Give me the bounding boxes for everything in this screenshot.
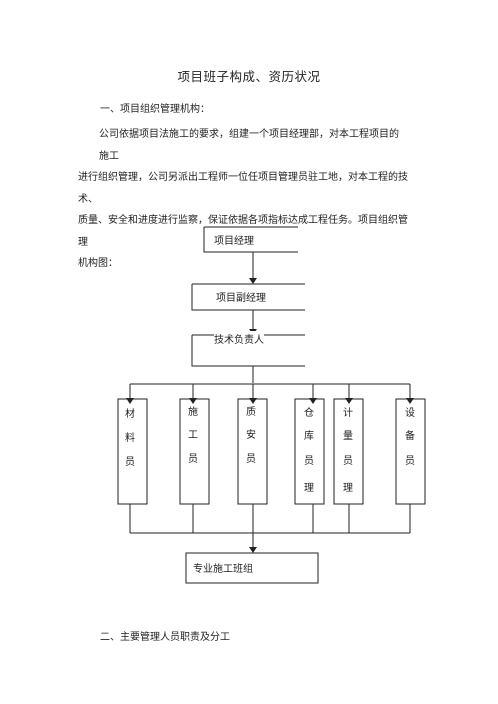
arrowhead-3	[249, 398, 257, 404]
role-5-char-3: 员	[343, 456, 353, 467]
intro-paragraph: 公司依据项目法施工的要求，组建一个项目经理部，对本工程项目的施工 进行组织管理，…	[78, 124, 408, 275]
role-3-char-3: 员	[246, 454, 256, 465]
role-5-char-4: 理	[343, 483, 353, 494]
arrowhead-6	[406, 398, 414, 404]
page-title: 项目班子构成、资历状况	[177, 69, 321, 84]
role-4-char-1: 仓	[304, 408, 314, 419]
role-2-char-2: 工	[188, 430, 198, 441]
team-label: 专业施工班组	[193, 564, 253, 575]
role-1-char-2: 料	[125, 433, 135, 444]
role-2-char-1: 施	[188, 407, 198, 418]
role-3-char-1: 质	[246, 407, 256, 418]
role-4-char-2: 库	[304, 431, 314, 442]
paragraph-line-4: 机构图：	[78, 258, 118, 269]
arrowhead-deputy	[249, 278, 257, 284]
arrowhead-team	[249, 547, 257, 553]
role-4-char-3: 员	[304, 456, 314, 467]
tech-label: 技术负责人	[214, 331, 264, 346]
role-6-char-1: 设	[405, 408, 415, 419]
role-2-char-3: 员	[188, 454, 198, 465]
role-3-char-2: 安	[246, 430, 256, 441]
deputy-label: 项目副经理	[216, 293, 266, 304]
role-6-char-2: 备	[405, 431, 415, 442]
paragraph-line-2: 进行组织管理，公司另派出工程师一位任项目管理员驻工地，对本工程的技术、	[78, 172, 408, 205]
team-box	[185, 552, 319, 584]
role-5-char-2: 量	[343, 431, 353, 442]
role-box-4	[294, 398, 325, 505]
arrowhead-2	[189, 398, 197, 404]
role-4-char-4: 理	[304, 483, 314, 494]
manager-box	[203, 226, 298, 253]
paragraph-line-3: 质量、安全和进度进行监察，保证依据各项指标达成工程任务。项目组织管理	[78, 215, 408, 248]
paragraph-line-1: 公司依据项目法施工的要求，组建一个项目经理部，对本工程项目的施工	[99, 129, 399, 162]
role-1-char-3: 员	[125, 457, 135, 468]
section-heading-1: 一、项目组织管理机构：	[100, 104, 210, 115]
arrowhead-5	[345, 398, 353, 404]
section-heading-2: 二、主要管理人员职责及分工	[100, 632, 230, 643]
arrowhead-4	[309, 398, 317, 404]
role-6-char-3: 员	[405, 456, 415, 467]
role-1-char-1: 材	[125, 409, 135, 420]
arrowhead-1	[126, 398, 134, 404]
deputy-box	[191, 283, 305, 311]
manager-label: 项目经理	[214, 236, 254, 247]
role-5-char-1: 计	[343, 408, 353, 419]
